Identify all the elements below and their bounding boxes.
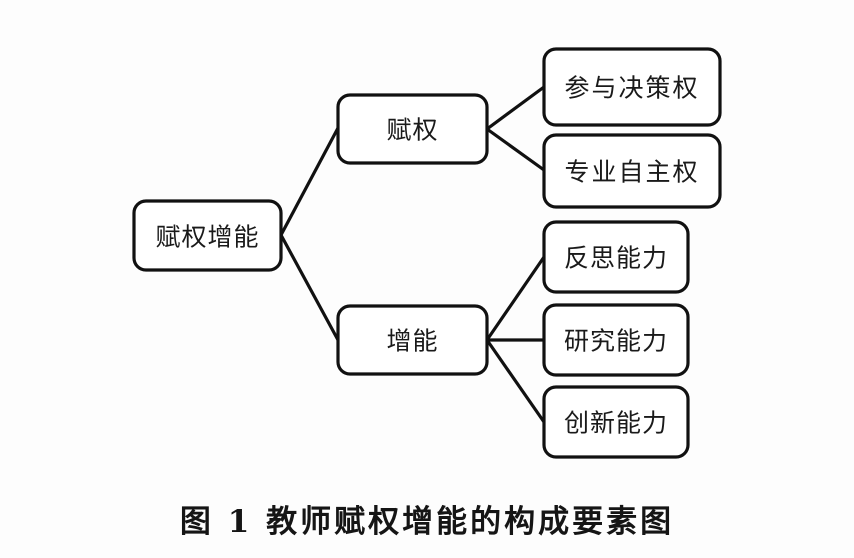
node-root-box (132, 199, 283, 272)
connector-branch-2-to-leaf-3 (485, 256, 546, 341)
node-leaf-1-label: 参与决策权 (564, 74, 699, 103)
node-branch-1-label: 赋权 (386, 116, 438, 145)
connector-root-to-branch-1 (279, 127, 340, 236)
node-branch-2[interactable]: 增能 (336, 304, 489, 376)
node-leaf-1[interactable]: 参与决策权 (542, 47, 722, 127)
node-leaf-1-box (542, 47, 722, 127)
node-leaf-3[interactable]: 反思能力 (542, 220, 690, 294)
node-root-label: 赋权增能 (155, 223, 259, 252)
node-leaf-4-label: 研究能力 (564, 327, 668, 356)
connector-group-root (279, 127, 340, 341)
node-leaf-3-box (542, 220, 690, 294)
node-leaf-3-label: 反思能力 (564, 244, 668, 273)
connector-root-to-branch-2 (279, 234, 340, 341)
connector-branch-1-to-leaf-1 (486, 85, 545, 131)
node-root[interactable]: 赋权增能 (132, 199, 283, 272)
node-branch-1-box (336, 93, 489, 165)
node-leaf-2[interactable]: 专业自主权 (542, 133, 722, 209)
node-leaf-5-box (542, 385, 690, 459)
connector-branch-2-to-leaf-5 (485, 339, 546, 423)
node-leaf-5-label: 创新能力 (564, 409, 668, 438)
node-branch-1[interactable]: 赋权 (336, 93, 489, 165)
node-leaf-2-box (542, 133, 722, 209)
connector-branch-1-to-leaf-2 (486, 127, 545, 172)
node-leaf-2-label: 专业自主权 (564, 158, 699, 187)
node-leaf-5[interactable]: 创新能力 (542, 385, 690, 459)
figure-caption: 图 1 教师赋权增能的构成要素图 (179, 504, 675, 540)
connector-group-branch-2 (485, 256, 546, 423)
node-branch-2-label: 增能 (386, 327, 438, 356)
node-branch-2-box (336, 304, 489, 376)
node-leaf-4[interactable]: 研究能力 (542, 303, 690, 377)
node-leaf-4-box (542, 303, 690, 377)
connector-group-branch-1 (486, 85, 545, 172)
